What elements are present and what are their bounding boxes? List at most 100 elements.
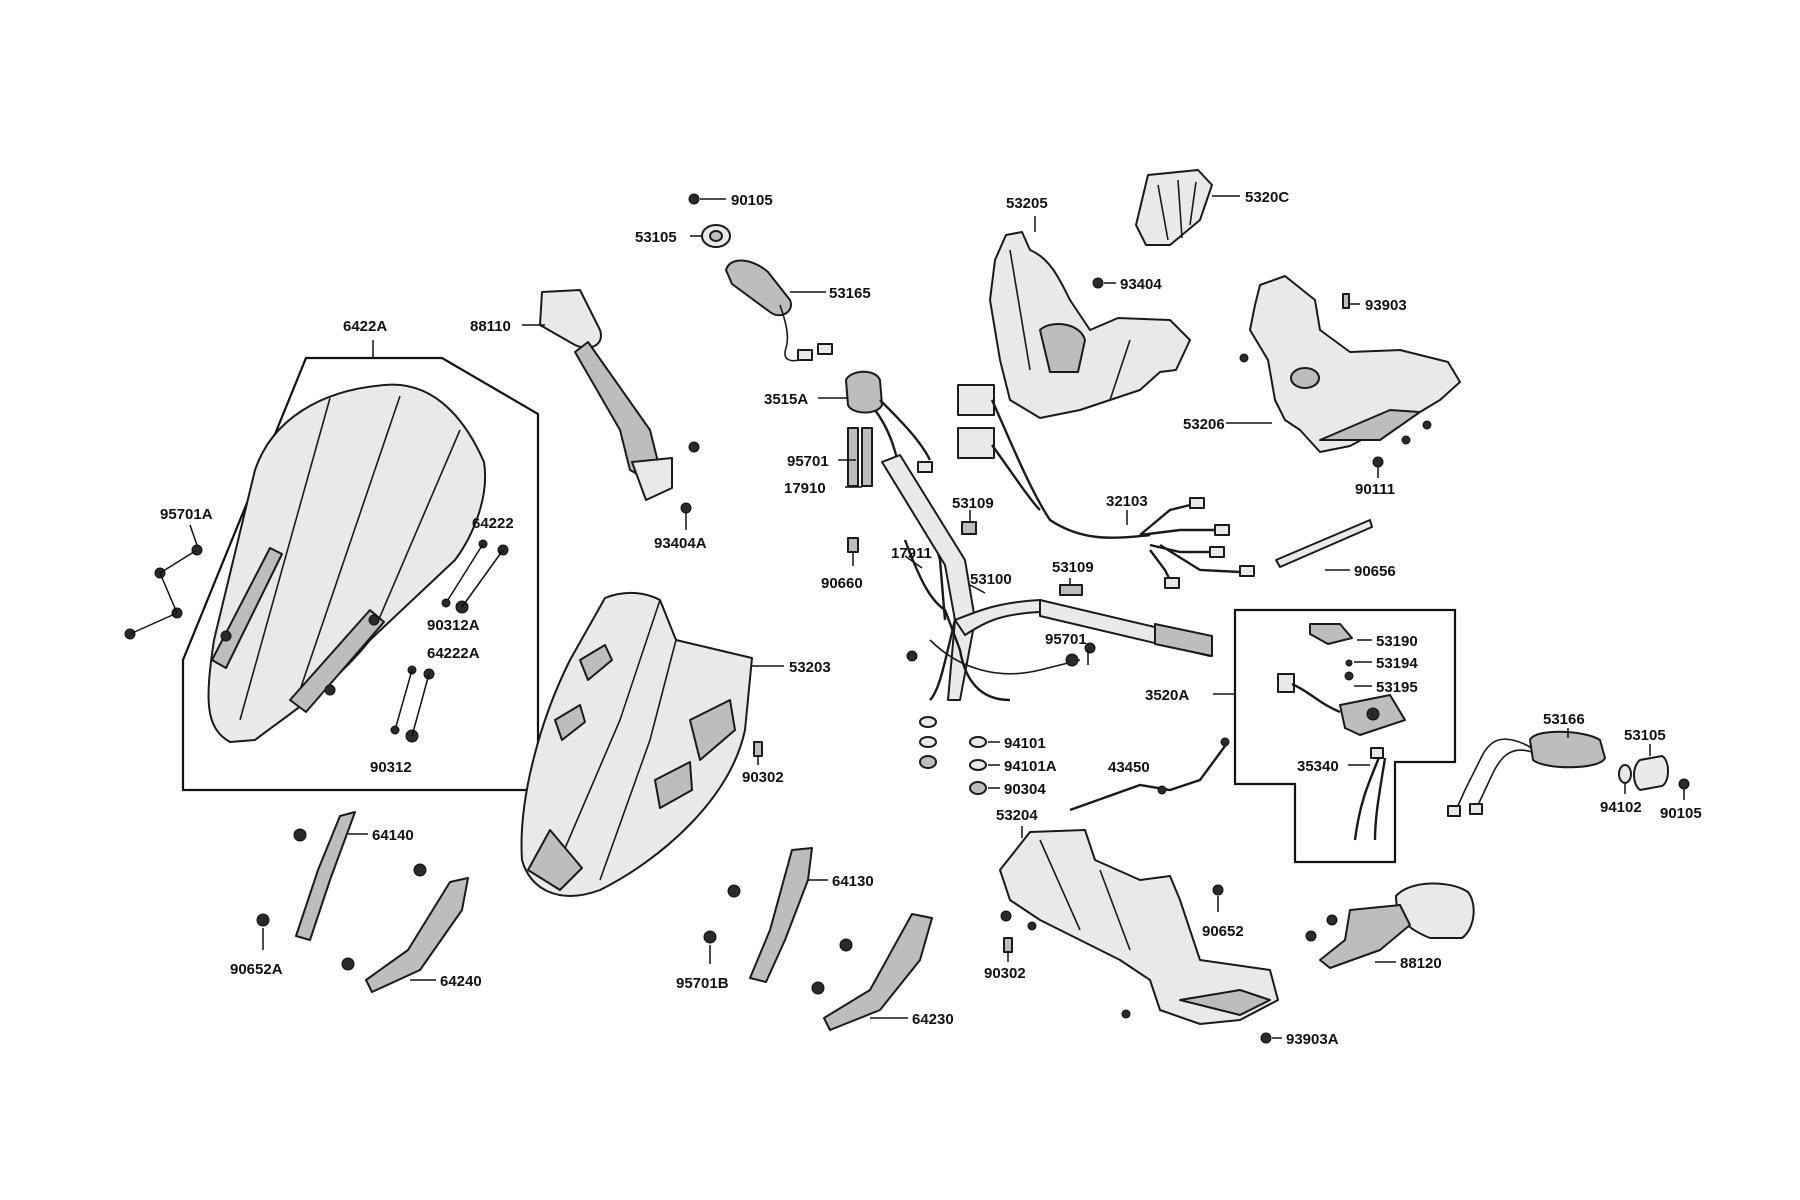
bolt-icon: [1372, 456, 1384, 468]
handlebar-icon: [881, 454, 1213, 702]
cover-icon: [989, 231, 1191, 419]
label-53195: 53195: [1376, 679, 1418, 696]
bolt-icon: [701, 224, 731, 248]
label-94101: 94101: [1004, 735, 1046, 752]
label-53203: 53203: [789, 659, 831, 676]
mirror-icon: [539, 289, 673, 501]
label-90302-b: 90302: [984, 965, 1026, 982]
label-53100: 53100: [970, 571, 1012, 588]
bracket-icon: [847, 427, 873, 487]
bolt-icon: [1618, 764, 1632, 784]
label-43450: 43450: [1108, 759, 1150, 776]
label-64222A: 64222A: [427, 645, 480, 662]
label-93903A: 93903A: [1286, 1031, 1339, 1048]
bolt-icon: [1678, 778, 1690, 790]
bolt-icon: [688, 193, 700, 205]
bracket-icon: [256, 811, 427, 971]
label-53105-b: 53105: [1624, 727, 1666, 744]
bolt-icon: [390, 665, 435, 743]
label-90304: 90304: [1004, 781, 1046, 798]
label-3520A: 3520A: [1145, 687, 1189, 704]
label-64222: 64222: [472, 515, 514, 532]
bolt-icon: [1003, 937, 1013, 953]
bolt-icon: [1092, 277, 1104, 289]
label-64130: 64130: [832, 873, 874, 890]
label-64230: 64230: [912, 1011, 954, 1028]
label-35340: 35340: [1297, 758, 1339, 775]
label-17910: 17910: [784, 480, 826, 497]
label-53165: 53165: [829, 285, 871, 302]
label-64240: 64240: [440, 973, 482, 990]
bolt-icon: [441, 539, 509, 614]
label-93404: 93404: [1120, 276, 1162, 293]
label-90312A: 90312A: [427, 617, 480, 634]
bracket-icon: [365, 877, 469, 993]
bolt-icon: [1059, 584, 1083, 596]
label-53109-b: 53109: [1052, 559, 1094, 576]
label-90302-a: 90302: [742, 769, 784, 786]
label-88110: 88110: [470, 318, 511, 335]
label-95701A: 95701A: [160, 506, 213, 523]
cover-icon: [999, 829, 1279, 1025]
label-90660: 90660: [821, 575, 863, 592]
front-cover-icon: [520, 592, 753, 897]
bracket-icon: [823, 913, 933, 1031]
bolt-icon: [1342, 293, 1350, 309]
label-95701-a: 95701: [787, 453, 829, 470]
label-53190: 53190: [1376, 633, 1418, 650]
bolt-icon: [1239, 353, 1249, 363]
switch-icon: [1277, 623, 1406, 841]
grip-icon: [725, 259, 833, 362]
bolt-icon: [847, 537, 859, 553]
bolt-icon: [680, 502, 692, 514]
label-95701-b: 95701: [1045, 631, 1087, 648]
label-94101A: 94101A: [1004, 758, 1057, 775]
windscreen-group: 6422A 95701A: [124, 318, 540, 792]
bolt-icon: [961, 521, 977, 535]
label-32103: 32103: [1106, 493, 1148, 510]
label-88120: 88120: [1400, 955, 1442, 972]
label-93903: 93903: [1365, 297, 1407, 314]
switch-kit-frame: [1233, 608, 1457, 864]
windscreen-icon: [207, 383, 487, 743]
bolt-icon: [688, 441, 700, 453]
mirror-icon: [1305, 882, 1475, 969]
wire-harness-icon: [1069, 737, 1230, 812]
bolt-icon: [1260, 1032, 1272, 1044]
label-5320C: 5320C: [1245, 189, 1289, 206]
cover-icon: [1249, 275, 1461, 453]
label-53109-a: 53109: [952, 495, 994, 512]
label-90111: 90111: [1355, 481, 1395, 498]
label-53105-a: 53105: [635, 229, 677, 246]
label-90105-b: 90105: [1660, 805, 1702, 822]
bolt-icon: [1401, 435, 1411, 445]
bolt-icon: [753, 741, 763, 757]
label-95701B: 95701B: [676, 975, 729, 992]
label-90105-a: 90105: [731, 192, 773, 209]
label-90652: 90652: [1202, 923, 1244, 940]
label-53205: 53205: [1006, 195, 1048, 212]
grip-icon: [1447, 730, 1606, 817]
label-64140: 64140: [372, 827, 414, 844]
wire-harness-icon: [957, 384, 1255, 589]
label-53204: 53204: [996, 807, 1038, 824]
bolt-icon: [919, 716, 987, 795]
label-6422A: 6422A: [343, 318, 387, 335]
label-3515A: 3515A: [764, 391, 808, 408]
label-90656: 90656: [1354, 563, 1396, 580]
label-93404A: 93404A: [654, 535, 707, 552]
bolt-icon: [124, 544, 203, 640]
bracket-icon: [703, 847, 853, 995]
bolt-icon: [1212, 884, 1224, 896]
label-94102: 94102: [1600, 799, 1642, 816]
label-17911: 17911: [891, 545, 932, 562]
label-53194: 53194: [1376, 655, 1418, 672]
label-90652A: 90652A: [230, 961, 283, 978]
label-90312: 90312: [370, 759, 412, 776]
bolt-icon: [1633, 755, 1669, 791]
label-53166: 53166: [1543, 711, 1585, 728]
bolt-icon: [1422, 420, 1432, 430]
label-53206: 53206: [1183, 416, 1225, 433]
cover-icon: [1135, 169, 1213, 246]
